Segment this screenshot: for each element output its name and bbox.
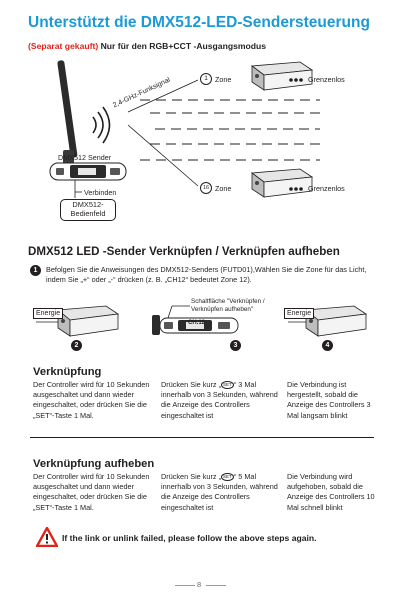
display-readout: CH.12 (188, 320, 206, 326)
link-col2-post: “ 3 Mal innerhalb von 3 Sekunden, währen… (161, 380, 278, 420)
link-col1: Der Controller wird für 10 Sekunden ausg… (33, 380, 150, 420)
unlimited-top-label: Grenzenlos (308, 75, 345, 84)
zone-top-number: 1 (200, 73, 212, 85)
step-3-badge: 3 (230, 340, 241, 351)
antenna-icon (57, 60, 78, 164)
footer-line-left (175, 585, 195, 586)
controller-bottom-icon (250, 168, 314, 198)
unlink-col2: Drücken Sie kurz „SET“ 5 Mal innerhalb v… (161, 472, 279, 513)
controller-top-icon (250, 61, 314, 91)
unlink-heading: Verknüpfung aufheben (33, 458, 155, 470)
page-subtitle: (Separat gekauft) Nur für den RGB+CCT -A… (28, 41, 266, 51)
footer-line-right (206, 585, 226, 586)
transmitter-label: DMX512 Sender (58, 153, 112, 162)
signal-waves-icon (92, 106, 111, 144)
link-button-callout: Schaltfläche "Verknüpfen / Verknüpfen au… (191, 298, 265, 314)
page-number: 8 (197, 580, 202, 589)
step-2-badge: 2 (71, 340, 82, 351)
controller-right-icon (304, 305, 368, 337)
link-heading: Verknüpfung (33, 366, 102, 378)
transmitter-middle-icon (152, 315, 239, 335)
unlink-col1: Der Controller wird für 10 Sekunden ausg… (33, 472, 150, 512)
section-divider (30, 437, 374, 438)
ellipsis-icon (289, 78, 303, 191)
zone-bottom-label: Zone (215, 184, 232, 193)
step-4-badge: 4 (322, 340, 333, 351)
zone-bottom-number: 16 (200, 182, 212, 194)
link-col2: Drücken Sie kurz „SET“ 3 Mal innerhalb v… (161, 380, 279, 421)
energy-label-right: Energie (284, 308, 315, 319)
controller-left-icon (56, 305, 120, 337)
subtitle-note: (Separat gekauft) (28, 41, 99, 51)
set-button-icon: SET (221, 381, 234, 390)
zone-dashes (140, 99, 320, 161)
callout-line1: Schaltfläche "Verknüpfen / (191, 298, 265, 305)
link-col3: Die Verbindung ist hergestellt, sobald d… (287, 380, 371, 420)
link-col2-pre: Drücken Sie kurz „ (161, 380, 222, 389)
warning-text: If the link or unlink failed, please fol… (62, 533, 317, 543)
zone-top-label: Zone (215, 75, 232, 84)
panel-label-line2: Bedienfeld (70, 209, 106, 218)
section-heading: DMX512 LED -Sender Verknüpfen / Verknüpf… (28, 245, 340, 258)
step-1-badge: 1 (30, 265, 41, 276)
set-button-icon: SET (221, 473, 234, 482)
transmitter-icon (49, 162, 127, 181)
unlink-col2-pre: Drücken Sie kurz „ (161, 472, 222, 481)
dmx-diagram (49, 60, 320, 198)
energy-label-left: Energie (33, 308, 64, 319)
connect-lines (74, 180, 82, 198)
signal-rays (127, 79, 199, 187)
page-title: Unterstützt die DMX512-LED-Sendersteueru… (28, 14, 370, 31)
unlink-col2-post: “ 5 Mal innerhalb von 3 Sekunden, währen… (161, 472, 278, 512)
step-1-text: Befolgen Sie die Anweisungen des DMX512-… (46, 265, 367, 285)
warning-triangle-icon (36, 527, 58, 547)
panel-label-line1: DMX512- (72, 200, 104, 209)
subtitle-mode: Nur für den RGB+CCT -Ausgangsmodus (98, 41, 267, 51)
unlimited-bottom-label: Grenzenlos (308, 184, 345, 193)
connect-label: Verbinden (84, 188, 117, 197)
callout-line2: Verknüpfen aufheben" (191, 306, 254, 313)
unlink-col3: Die Verbindung wird aufgehoben, sobald d… (287, 472, 375, 512)
dmx-panel-box: DMX512- Bedienfeld (60, 199, 116, 221)
